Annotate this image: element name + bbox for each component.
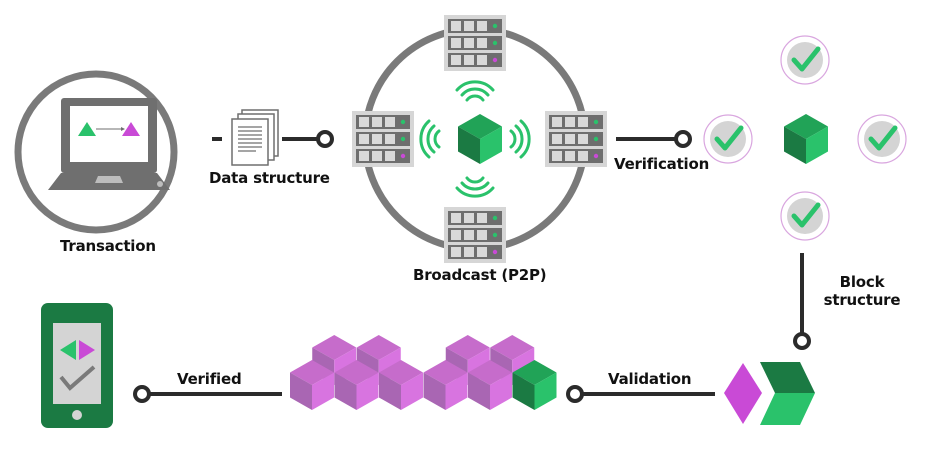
connector-chain-to-phone — [133, 385, 282, 403]
label-verified: Verified — [177, 370, 242, 388]
server-icon-top — [444, 15, 506, 71]
check-icon-bottom — [781, 192, 829, 240]
transaction-node — [14, 70, 178, 234]
connector-validation-to-chain — [566, 385, 715, 403]
documents-icon — [231, 109, 279, 166]
phone-icon — [41, 303, 113, 428]
sender-triangle-icon — [78, 122, 96, 136]
connector-verification-to-block — [793, 253, 811, 350]
validation-chevron-icon — [724, 362, 815, 425]
left-triangle-icon — [60, 340, 76, 360]
verified-block-icon — [784, 114, 828, 164]
phone-check-icon — [59, 365, 96, 391]
label-verification: Verification — [614, 155, 710, 173]
label-data-structure: Data structure — [209, 169, 330, 187]
connector-data-to-broadcast — [282, 130, 334, 148]
check-icon-top — [781, 36, 829, 84]
label-block-structure: Block structure — [822, 273, 902, 309]
transaction-ring — [14, 70, 178, 234]
label-validation: Validation — [608, 370, 692, 388]
label-block-structure-line2: structure — [823, 291, 901, 309]
verification-cluster — [704, 36, 906, 240]
receiver-triangle-icon — [122, 122, 140, 136]
label-transaction: Transaction — [60, 237, 156, 255]
connector-broadcast-to-verification — [616, 130, 692, 148]
check-icon-right — [858, 115, 906, 163]
broadcast-waves-icon — [419, 80, 531, 198]
check-icon-left — [704, 115, 752, 163]
right-triangle-icon — [79, 340, 95, 360]
label-block-structure-line1: Block — [839, 273, 885, 291]
p2p-network — [352, 15, 607, 263]
block-cube-icon — [458, 114, 502, 164]
laptop-icon — [48, 98, 170, 190]
blockchain-cubes — [290, 335, 557, 410]
server-icon-bottom — [444, 207, 506, 263]
server-icon-left — [352, 111, 414, 167]
server-icon-right — [545, 111, 607, 167]
label-broadcast: Broadcast (P2P) — [413, 266, 547, 284]
